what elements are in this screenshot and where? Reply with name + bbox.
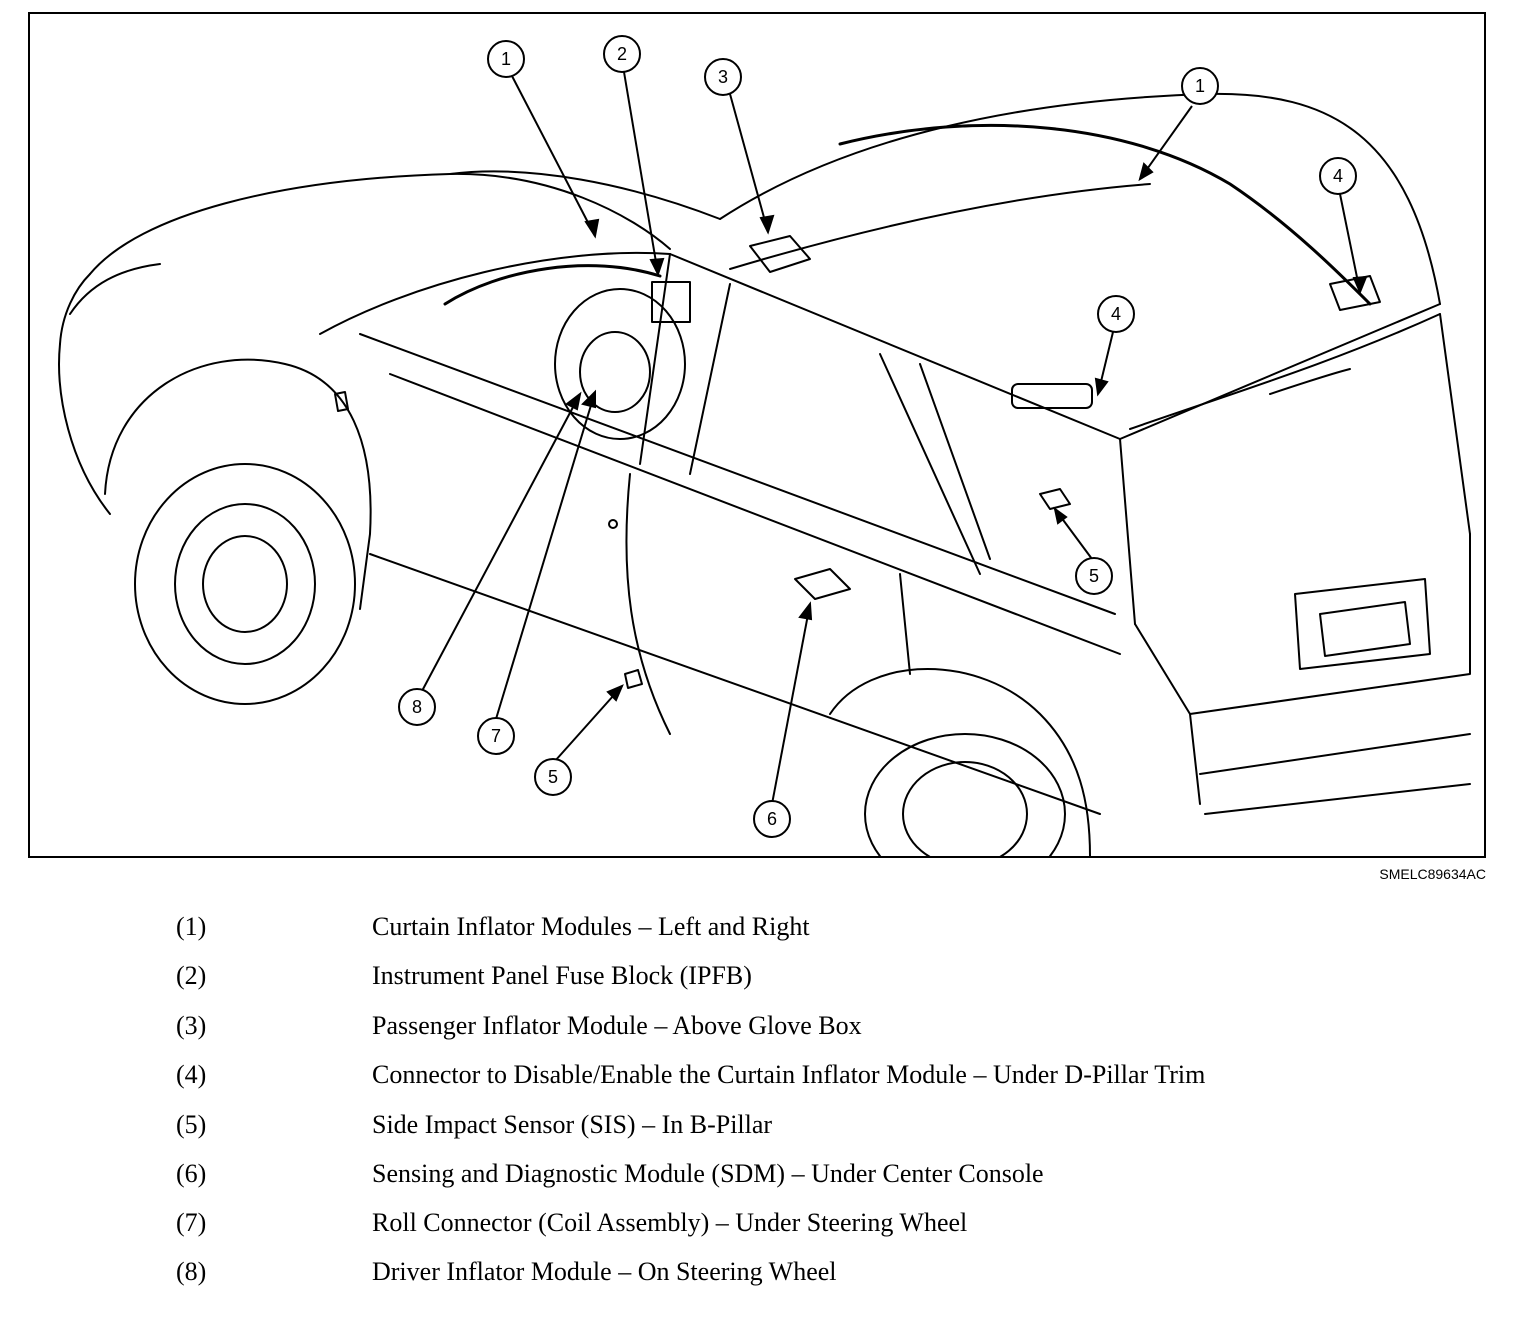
- callout-label: 2: [617, 44, 627, 64]
- callout-label: 7: [491, 726, 501, 746]
- legend-item: (2) Instrument Panel Fuse Block (IPFB): [0, 961, 1520, 1001]
- callout-label: 1: [501, 49, 511, 69]
- callout-label: 1: [1195, 76, 1205, 96]
- legend-item: (1) Curtain Inflator Modules – Left and …: [0, 912, 1520, 952]
- legend-description: Curtain Inflator Modules – Left and Righ…: [372, 912, 810, 941]
- callout-4-lower: [1097, 295, 1135, 333]
- sdm-module: [794, 568, 851, 600]
- callout-label: 3: [718, 67, 728, 87]
- sill-line: [369, 553, 1101, 815]
- b-pillar: [879, 353, 981, 575]
- callout-6: [753, 800, 791, 838]
- rear-bumper: [1199, 733, 1471, 775]
- windshield-base: [319, 251, 671, 335]
- connector-right: [1011, 383, 1093, 409]
- rear-wheel: [864, 733, 1066, 856]
- legend-description: Sensing and Diagnostic Module (SDM) – Un…: [372, 1159, 1044, 1188]
- legend-number: (1): [176, 912, 207, 941]
- legend-description: Instrument Panel Fuse Block (IPFB): [372, 961, 752, 990]
- callout-2: [603, 35, 641, 73]
- legend-item: (5) Side Impact Sensor (SIS) – In B-Pill…: [0, 1110, 1520, 1150]
- callout-label: 5: [1089, 566, 1099, 586]
- ipfb-block: [651, 281, 691, 323]
- callout-1-left: [487, 40, 525, 78]
- callout-label: 4: [1111, 304, 1121, 324]
- front-door-edge: [625, 473, 671, 735]
- callout-label: 6: [767, 809, 777, 829]
- legend-description: Passenger Inflator Module – Above Glove …: [372, 1011, 862, 1040]
- rear-wheel-arch: [829, 668, 1091, 856]
- callout-5-left: [534, 758, 572, 796]
- vehicle-airbag-diagram: 1 2 3 1 4 4 5 5 6 7 8: [28, 12, 1486, 858]
- legend-item: (3) Passenger Inflator Module – Above Gl…: [0, 1011, 1520, 1051]
- legend-number: (2): [176, 961, 207, 990]
- vehicle-line-drawing: [58, 92, 1471, 856]
- legend-number: (6): [176, 1159, 207, 1188]
- figure-code: SMELC89634AC: [1379, 866, 1486, 882]
- legend-number: (4): [176, 1060, 207, 1089]
- passenger-inflator: [749, 235, 811, 273]
- legend-number: (3): [176, 1011, 207, 1040]
- curtain-airbag-right: [838, 123, 1372, 306]
- liftgate: [1134, 533, 1471, 715]
- legend-description: Side Impact Sensor (SIS) – In B-Pillar: [372, 1110, 773, 1139]
- callout-label: 5: [548, 767, 558, 787]
- belt-line: [359, 333, 1116, 615]
- curtain-airbag-left: [443, 264, 662, 306]
- front-wheel: [134, 463, 356, 705]
- callout-3: [704, 58, 742, 96]
- callout-label: 8: [412, 697, 422, 717]
- sis-left: [624, 669, 643, 689]
- a-pillar: [639, 253, 671, 465]
- callout-8: [398, 688, 436, 726]
- steering-wheel: [554, 288, 686, 440]
- legend-item: (6) Sensing and Diagnostic Module (SDM) …: [0, 1159, 1520, 1199]
- legend-number: (5): [176, 1110, 207, 1139]
- front-wheel-arch: [104, 358, 372, 610]
- legend-item: (8) Driver Inflator Module – On Steering…: [0, 1257, 1520, 1297]
- legend-description: Connector to Disable/Enable the Curtain …: [372, 1060, 1206, 1089]
- legend-number: (8): [176, 1257, 207, 1286]
- front-bumper: [58, 343, 111, 515]
- sis-right: [1039, 488, 1071, 510]
- legend-item: (7) Roll Connector (Coil Assembly) – Und…: [0, 1208, 1520, 1248]
- callout-7: [477, 717, 515, 755]
- hood-outline: [89, 172, 671, 275]
- callout-5-right: [1075, 557, 1113, 595]
- callout-1-right: [1181, 67, 1219, 105]
- callout-label: 4: [1333, 166, 1343, 186]
- callout-layer: 1 2 3 1 4 4 5 5 6 7 8: [398, 35, 1368, 838]
- license-plate: [1294, 578, 1431, 670]
- legend-item: (4) Connector to Disable/Enable the Curt…: [0, 1060, 1520, 1100]
- legend-number: (7): [176, 1208, 207, 1237]
- legend-description: Driver Inflator Module – On Steering Whe…: [372, 1257, 837, 1286]
- d-pillar: [1119, 438, 1136, 625]
- callout-4-upper: [1319, 157, 1357, 195]
- legend-description: Roll Connector (Coil Assembly) – Under S…: [372, 1208, 968, 1237]
